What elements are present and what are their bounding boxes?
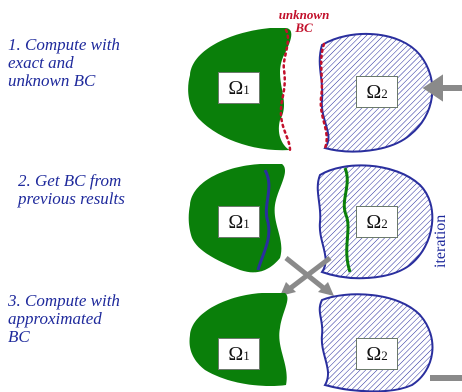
unknown-bc-label: unknown BC [278, 7, 330, 35]
subscript-1: 1 [243, 82, 250, 97]
arrow-cross-to-right [284, 256, 328, 292]
subscript-2: 2 [381, 348, 388, 363]
omega2-label-row2: Ω2 [356, 206, 398, 238]
omega-symbol: Ω [228, 211, 244, 233]
step-1-text: 1. Compute with exact and unknown BC [8, 35, 120, 90]
bc-from-previous-blue-line [256, 169, 271, 271]
omega-symbol: Ω [366, 343, 382, 365]
omega1-label-row1: Ω1 [218, 72, 260, 104]
arrow-cross-to-right-head [318, 282, 334, 296]
omega-symbol: Ω [366, 81, 382, 103]
omega1-label-row3: Ω1 [218, 338, 260, 370]
omega1-label-row2: Ω1 [218, 206, 260, 238]
exchange-arrows [280, 256, 334, 296]
omega-symbol: Ω [228, 77, 244, 99]
unknown-bc-left-dotted [279, 28, 292, 152]
feedback-arrow-in [422, 74, 462, 102]
step-2-text: 2. Get BC from previous results [18, 171, 125, 208]
step-3-text: 3. Compute with approximated BC [8, 291, 120, 346]
omega2-label-row1: Ω2 [356, 76, 398, 108]
omega-symbol: Ω [228, 343, 244, 365]
unknown-bc-right-dotted [319, 42, 328, 150]
arrow-cross-to-left-head [280, 282, 296, 296]
subscript-1: 1 [243, 216, 250, 231]
bc-from-previous-green-line [342, 167, 352, 273]
omega2-label-row3: Ω2 [356, 338, 398, 370]
subscript-2: 2 [381, 216, 388, 231]
omega-symbol: Ω [366, 211, 382, 233]
subscript-2: 2 [381, 86, 388, 101]
subscript-1: 1 [243, 348, 250, 363]
iteration-label: iteration [432, 214, 449, 268]
